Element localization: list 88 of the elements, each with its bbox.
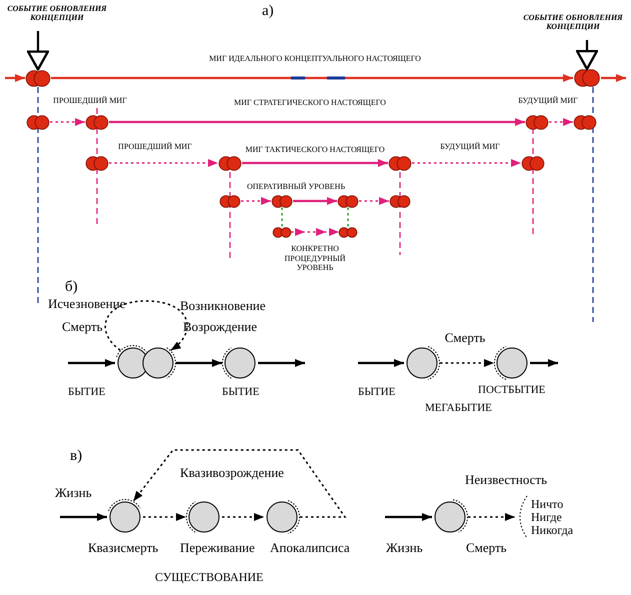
edge-label: Смерть <box>442 331 488 345</box>
text-label: б) <box>65 280 78 296</box>
circle-marker <box>432 499 468 535</box>
event-label: СОБЫТИЕ ОБНОВЛЕНИЯ КОНЦЕПЦИИ <box>519 14 627 40</box>
circle-marker <box>494 345 530 381</box>
node-caption: БЫТИЕ <box>222 387 260 399</box>
arrow <box>601 74 626 82</box>
arrow <box>530 359 558 367</box>
double-dot-marker <box>525 114 549 130</box>
edge-label: ПРОШЕДШИЙ МИГ <box>116 143 194 152</box>
arrow <box>385 513 432 521</box>
double-dot-marker <box>271 194 293 208</box>
circle-marker <box>222 345 258 381</box>
edge-label: БУДУЩИЙ МИГ <box>438 143 502 152</box>
double-dot-marker <box>388 156 412 170</box>
arrow <box>109 118 525 126</box>
dotted-arrow <box>359 197 389 205</box>
edge-label: ПРОШЕДШИЙ МИГ <box>51 97 129 106</box>
text-label: МЕГАБЫТИЕ <box>425 403 492 415</box>
double-dot-marker <box>219 194 241 208</box>
dotted-arrow <box>50 118 85 126</box>
double-dot-marker <box>85 114 109 130</box>
text-label: а) <box>262 4 274 20</box>
arrow <box>60 513 107 521</box>
dotted-arrow <box>132 449 346 518</box>
text-label: ОПЕРАТИВНЫЙ УРОВЕНЬ <box>247 183 346 192</box>
text-label: Возрождение <box>183 320 258 334</box>
edge-label: БУДУЩИЙ МИГ <box>516 97 580 106</box>
event-label: СОБЫТИЕ ОБНОВЛЕНИЯ КОНЦЕПЦИИ <box>3 5 111 31</box>
double-dot-marker <box>85 156 109 170</box>
circle-marker <box>140 345 176 381</box>
text-label: СУЩЕСТВОВАНИЕ <box>155 571 264 584</box>
arrow <box>51 74 573 82</box>
double-dot-marker <box>26 114 50 130</box>
text-label: Жизнь <box>55 486 92 500</box>
arrow <box>68 359 115 367</box>
arrow <box>176 359 222 367</box>
text-label: Смерть <box>62 320 103 334</box>
dotted-arrow <box>412 159 521 167</box>
node-caption: ПОСТБЫТИЕ <box>478 385 546 397</box>
double-dot-marker <box>389 194 411 208</box>
circle-marker <box>186 499 222 535</box>
text-label: Жизнь <box>386 541 423 555</box>
edge-label: МИГ ИДЕАЛЬНОГО КОНЦЕПТУАЛЬНОГО НАСТОЯЩЕГО <box>207 55 423 64</box>
dotted-arrow <box>440 359 494 367</box>
double-dot-marker <box>337 194 359 208</box>
dotted-arrow <box>291 228 339 236</box>
arrow <box>358 359 404 367</box>
edge-label: МИГ ТАКТИЧЕСКОГО НАСТОЯЩЕГО <box>243 146 387 154</box>
dotted-arrow <box>222 513 264 521</box>
circle-marker <box>107 499 143 535</box>
dotted-arrow <box>109 159 218 167</box>
dotted-arrow <box>468 513 515 521</box>
node-caption: Переживание <box>180 541 255 555</box>
arrow <box>26 31 50 71</box>
node-caption: Смерть <box>466 541 507 555</box>
outcome-text: Ничто Нигде Никогда <box>531 498 571 537</box>
edge-label: Квазивозрождение <box>178 466 286 480</box>
text-label: Неизвестность <box>465 473 548 487</box>
connector-line <box>347 208 349 226</box>
double-dot-marker <box>273 226 291 238</box>
text-label: БЫТИЕ <box>358 387 396 399</box>
arrow <box>258 359 305 367</box>
dotted-arrow <box>241 197 271 205</box>
dotted-arrow <box>143 513 186 521</box>
connector-line <box>281 208 283 226</box>
double-dot-marker <box>573 114 597 130</box>
double-dot-marker <box>521 156 545 170</box>
arrow <box>242 159 388 167</box>
double-dot-marker <box>25 70 51 86</box>
double-dot-marker <box>339 226 357 238</box>
text-label: Исчезновение <box>48 297 126 311</box>
node-caption: Квазисмерть <box>88 541 158 555</box>
arrow <box>5 74 25 82</box>
circle-marker <box>404 345 440 381</box>
node-caption: Апокалипсиса <box>270 541 350 555</box>
arrow <box>293 197 337 205</box>
text-label: Возникновение <box>180 299 266 313</box>
text-label: в) <box>70 449 82 465</box>
text-label: БЫТИЕ <box>68 387 106 399</box>
double-dot-marker <box>218 156 242 170</box>
edge-label: МИГ СТРАТЕГИЧЕСКОГО НАСТОЯЩЕГО <box>232 99 388 108</box>
dotted-arrow <box>104 300 188 351</box>
dotted-arrow <box>549 118 573 126</box>
circle-marker <box>264 499 300 535</box>
text-label: КОНКРЕТНО ПРОЦЕДУРНЫЙ УРОВЕНЬ <box>284 244 346 273</box>
double-dot-marker <box>573 69 601 87</box>
arrow <box>576 40 598 70</box>
